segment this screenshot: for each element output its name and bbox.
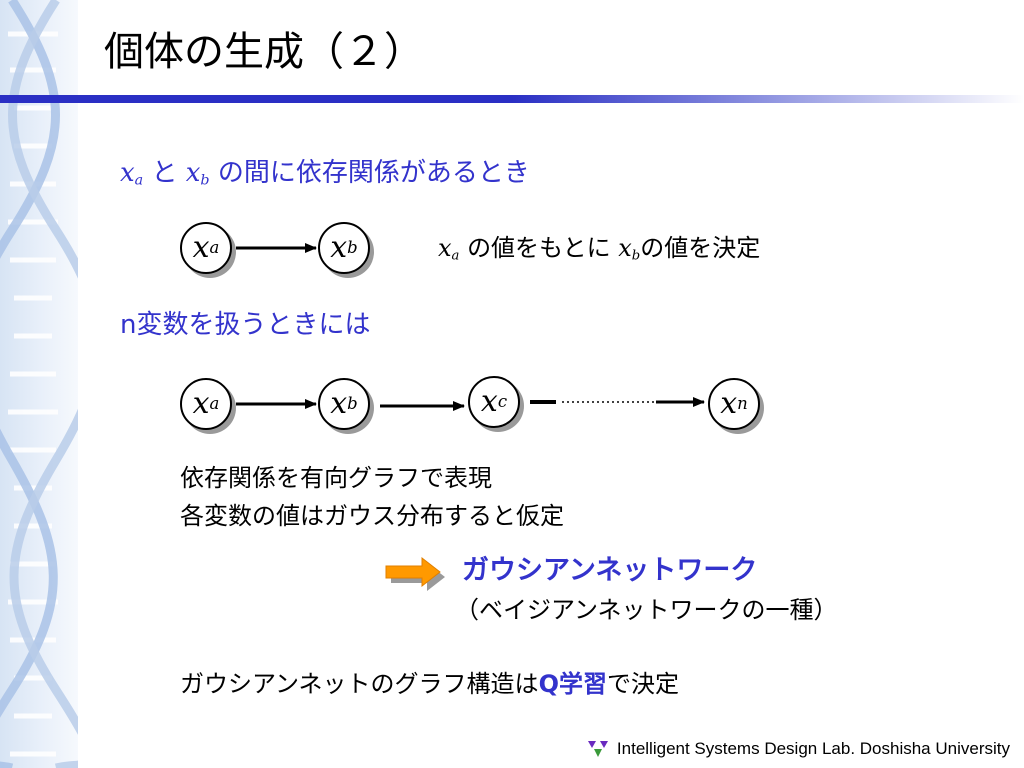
conclusion-prefix: ガウシアンネットのグラフ構造は (180, 670, 539, 698)
note-text-2: の値を決定 (640, 234, 761, 262)
dna-side-band (0, 0, 78, 768)
orange-right-arrow-icon (385, 556, 445, 591)
slide-title: 個体の生成（２） (104, 29, 424, 75)
dna-helix-icon (0, 0, 78, 768)
section1-heading: xa と xb の間に依存関係があるとき (120, 156, 530, 198)
conclusion-line: ガウシアンネットのグラフ構造はQ学習で決定 (180, 668, 679, 700)
conclusion-emphasis: Q学習 (538, 670, 607, 698)
title-underline (0, 95, 1024, 103)
note-text-1: の値をもとに (467, 234, 611, 262)
description-line-1: 依存関係を有向グラフで表現 (180, 464, 492, 492)
result-sublabel: （ベイジアンネットワークの一種） (455, 596, 838, 624)
triangle-cluster-icon (587, 741, 608, 757)
var-b: xb (185, 158, 210, 189)
section1-rest: の間に依存関係があるとき (217, 158, 530, 188)
note-var-b: xb (618, 234, 641, 264)
conclusion-suffix: で決定 (606, 670, 679, 698)
graph1-note: xa の値をもとに xbの値を決定 (438, 232, 760, 272)
note-var-a: xa (438, 234, 460, 264)
joiner-text: と (151, 158, 178, 188)
footer: Intelligent Systems Design Lab. Doshisha… (587, 737, 1010, 761)
footer-text: Intelligent Systems Design Lab. Doshisha… (616, 739, 1010, 758)
description-line-2: 各変数の値はガウス分布すると仮定 (180, 502, 564, 530)
section2-heading: n変数を扱うときには (120, 310, 371, 340)
var-a: xa (120, 158, 144, 189)
result-label: ガウシアンネットワーク (462, 555, 758, 586)
